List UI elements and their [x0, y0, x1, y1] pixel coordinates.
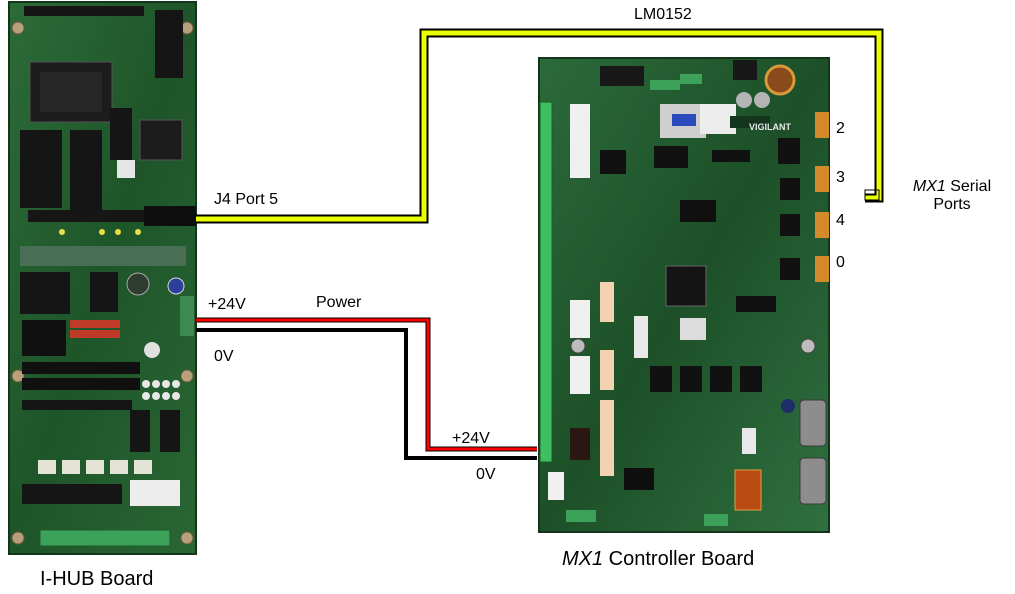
power-wires: [196, 317, 537, 460]
mx1-board: VIGILANT: [538, 57, 830, 533]
mx1-board-caption: MX1 Controller Board: [562, 548, 754, 570]
zero-volt-wire: [196, 328, 537, 460]
j4-port5-label: J4 Port 5: [214, 191, 279, 208]
mx1-board-caption-italic: MX1: [562, 548, 604, 570]
ihub-board-caption: I-HUB Board: [40, 568, 154, 590]
serial-port-4-connector: [815, 212, 829, 238]
serial-port-label-4: 4: [836, 212, 845, 229]
serial-port-2-connector: [815, 112, 829, 138]
power-label: Power: [316, 294, 362, 311]
j4-connector: [144, 206, 196, 226]
cable-name-label: LM0152: [634, 6, 692, 23]
ihub-24v-label: +24V: [208, 296, 246, 313]
mx1-board-caption-rest: Controller Board: [603, 548, 755, 570]
serial-port-label-2: 2: [836, 120, 845, 137]
ihub-0v-label: 0V: [214, 348, 234, 365]
serial-port-3-connector: [815, 166, 829, 192]
serial-port-0-connector: [815, 256, 829, 282]
serial-ports-label-italic: MX1: [912, 178, 946, 195]
mx1-0v-label: 0V: [476, 466, 496, 483]
serial-ports-label-line2: Ports: [933, 196, 971, 213]
serial-port-label-0: 0: [836, 254, 845, 271]
vigilant-brand-text: VIGILANT: [749, 122, 792, 132]
serial-port-label-3: 3: [836, 169, 845, 186]
mx1-24v-label: +24V: [452, 430, 490, 447]
serial-ports-label-rest: Serial: [945, 178, 992, 195]
ihub-board: [8, 1, 197, 555]
serial-ports-label: MX1 Serial Ports: [890, 178, 1014, 214]
serial-cable-lm0152: [196, 28, 884, 224]
positive-24v-wire: [196, 318, 537, 451]
